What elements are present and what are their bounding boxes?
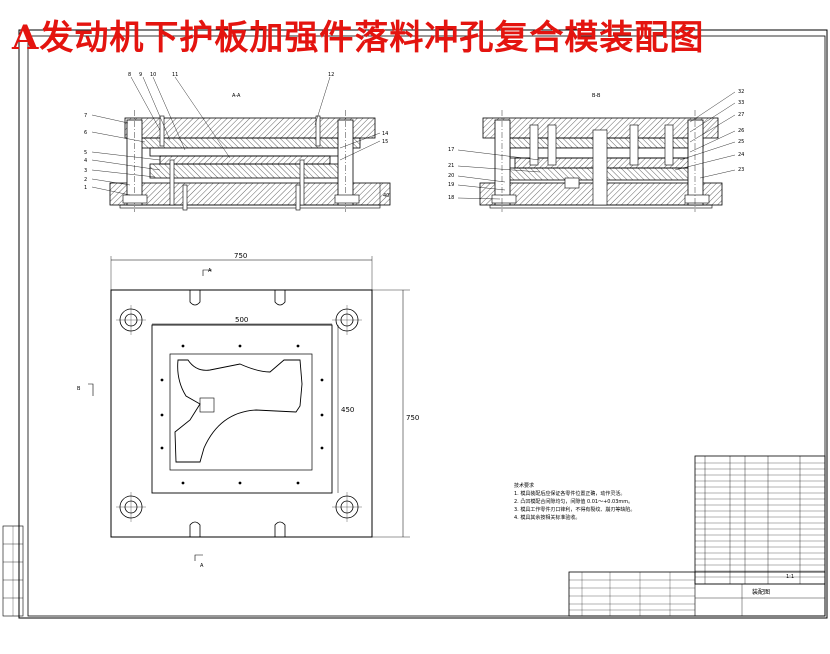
balloon-right-17: 17: [448, 147, 454, 153]
balloon-left-11: 11: [172, 72, 178, 78]
balloon-left-15: 15: [382, 139, 388, 145]
balloon-right-19: 19: [448, 182, 454, 188]
title-block: [568, 571, 826, 617]
balloon-right-24: 24: [738, 152, 744, 158]
dim-cavity-width: 500: [235, 316, 248, 324]
balloon-right-26: 26: [738, 128, 744, 134]
balloon-left-4: 4: [84, 158, 87, 164]
section-marker-left: B: [77, 386, 81, 392]
dim-small-left: 40: [383, 193, 389, 199]
balloon-right-20: 20: [448, 173, 454, 179]
parts-list: [694, 455, 826, 585]
inner-frame: [27, 35, 826, 617]
balloon-right-18: 18: [448, 195, 454, 201]
balloon-left-5: 5: [84, 150, 87, 156]
svg-text:4. 模具其余按相关标准验收。: 4. 模具其余按相关标准验收。: [514, 514, 580, 521]
svg-text:技术要求: 技术要求: [514, 482, 534, 489]
plan-view: 750 500 450 750: [77, 252, 419, 569]
outer-frame: [18, 29, 828, 619]
section-marker-top: A: [208, 268, 212, 274]
section-view-right: B-B: [457, 91, 736, 212]
svg-text:2. 凸凹模配合间隙均匀，间隙值 0.01～+0.03mm。: 2. 凸凹模配合间隙均匀，间隙值 0.01～+0.03mm。: [514, 498, 633, 505]
view-label-right: B-B: [592, 93, 601, 99]
balloon-left-8: 8: [128, 72, 131, 78]
balloon-left-2: 2: [84, 177, 87, 183]
section-view-left: A-A 40: [91, 76, 391, 212]
section-marker-bottom: A: [200, 563, 204, 569]
left-strip: [2, 525, 24, 617]
title-block-scale: 1:1: [786, 574, 794, 580]
balloon-left-7: 7: [84, 113, 87, 119]
balloon-right-33: 33: [738, 100, 744, 106]
svg-text:3. 模具工作零件刃口锋利，不得有裂纹、崩刃等缺陷。: 3. 模具工作零件刃口锋利，不得有裂纹、崩刃等缺陷。: [514, 506, 635, 513]
balloon-right-32: 32: [738, 89, 744, 95]
balloon-left-10: 10: [150, 72, 156, 78]
title-block-name: 装配图: [752, 588, 770, 596]
balloon-left-1: 1: [84, 185, 87, 191]
dim-plate-height: 750: [406, 414, 419, 422]
drawing-title: A发动机下护板加强件落料冲孔复合模装配图: [11, 18, 704, 58]
balloon-right-21: 21: [448, 163, 454, 169]
balloon-left-12: 12: [328, 72, 334, 78]
balloon-right-25: 25: [738, 139, 744, 145]
svg-text:1. 模具装配后应保证各零件位置正确，动作灵活。: 1. 模具装配后应保证各零件位置正确，动作灵活。: [514, 490, 625, 497]
balloon-left-14: 14: [382, 131, 388, 137]
dim-cavity-height: 450: [341, 406, 354, 414]
balloon-left-6: 6: [84, 130, 87, 136]
balloon-right-23: 23: [738, 167, 744, 173]
technical-notes: 技术要求 1. 模具装配后应保证各零件位置正确，动作灵活。 2. 凸凹模配合间隙…: [514, 482, 635, 521]
view-label-left: A-A: [232, 93, 241, 99]
balloon-left-9: 9: [139, 72, 142, 78]
dim-plate-width: 750: [234, 252, 247, 260]
balloon-left-3: 3: [84, 168, 87, 174]
balloon-right-27: 27: [738, 112, 744, 118]
